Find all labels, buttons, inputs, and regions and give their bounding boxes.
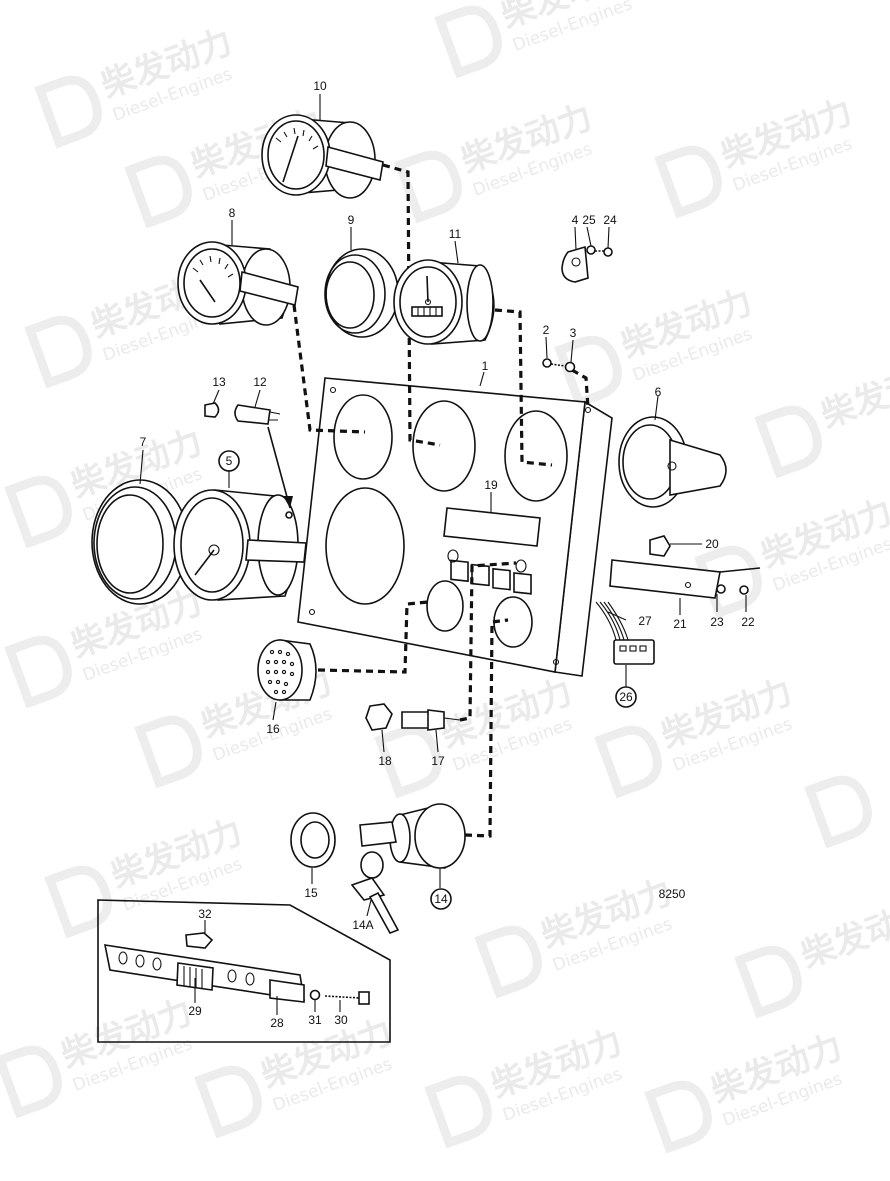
label-29: 29: [188, 1004, 202, 1018]
watermark: 柴发动力 Diesel-Engines: [374, 672, 578, 799]
label-circles: [218, 450, 637, 910]
label-2: 2: [543, 323, 550, 337]
label-27: 27: [638, 614, 652, 628]
bracket-21: [609, 559, 761, 599]
watermark: 柴发动力 Diesel-Engines: [474, 872, 678, 999]
label-31: 31: [308, 1013, 322, 1027]
instrument-panel: [297, 377, 613, 677]
panel-hole-gauge-10: [412, 400, 476, 492]
panel-hole-gauge-8: [333, 394, 393, 480]
watermark: 柴发动力 Diesel-Engines: [34, 22, 238, 149]
panel-hole-small: [515, 559, 527, 573]
panel-hole-small: [447, 549, 459, 563]
label-32: 32: [198, 907, 212, 921]
watermark: 柴发动力: [754, 352, 890, 479]
watermark: 柴发动力 Diesel-Engines: [194, 1012, 398, 1139]
label-10: 10: [313, 79, 327, 93]
watermark-brand-cn: 柴发动力: [816, 352, 890, 436]
gauge-8: [177, 241, 299, 326]
watermark: 柴发动力 Diesel-Engines: [434, 0, 638, 79]
ignition-switch-14: [359, 803, 466, 869]
label-21: 21: [673, 617, 687, 631]
label-12: 12: [253, 375, 267, 389]
label-30: 30: [334, 1013, 348, 1027]
label-15: 15: [304, 886, 318, 900]
inset-detail: [97, 899, 391, 1043]
label-22: 22: [741, 615, 755, 629]
gauge-10: [261, 114, 384, 199]
label-5: 5: [226, 454, 233, 468]
label-20: 20: [705, 537, 719, 551]
leader-lines: [139, 94, 747, 1015]
label-11: 11: [449, 227, 462, 241]
watermark: 柴发动力 Diesel-Engines: [694, 492, 890, 619]
panel-hole-gauge-11: [504, 410, 568, 502]
drawing-number: 8250: [659, 887, 686, 901]
label-19: 19: [484, 478, 498, 492]
label-28: 28: [270, 1016, 284, 1030]
watermark: 柴发动力 Diesel-Engines: [394, 97, 598, 224]
panel-hole-gauge-5: [325, 487, 405, 605]
watermark: 柴发动力 Diesel-Engines: [554, 282, 758, 409]
watermark: 柴发动力 Diesel-Engines: [4, 582, 208, 709]
label-17: 17: [431, 754, 445, 768]
key-14a: [350, 851, 400, 934]
panel-hole-socket: [426, 580, 464, 632]
socket-16: [257, 639, 317, 701]
label-25: 25: [582, 213, 596, 227]
watermark: 柴发动力: [734, 892, 890, 1019]
arrow-line: [267, 426, 291, 509]
watermark: 柴发动力 Diesel-Engines: [44, 812, 248, 939]
label-7: 7: [140, 435, 147, 449]
gauge-5: [173, 489, 307, 601]
label-6: 6: [655, 385, 662, 399]
ring-15: [290, 812, 336, 868]
watermark: 柴发动力 Diesel-Engines: [424, 1022, 628, 1149]
label-13: 13: [212, 375, 226, 389]
label-14a-text: 14A: [352, 918, 373, 932]
switch-17: [401, 709, 461, 731]
wiring-harness: [595, 601, 655, 665]
label-3: 3: [570, 326, 577, 340]
label-4: 4: [572, 213, 579, 227]
label-9: 9: [348, 213, 355, 227]
gauge-11: [393, 259, 495, 345]
bulb-20: [649, 535, 671, 557]
watermark: [804, 775, 872, 849]
label-14: 14: [434, 892, 448, 906]
bulb-and-holder: [204, 402, 281, 425]
label-24: 24: [603, 213, 617, 227]
label-1: 1: [482, 359, 489, 373]
watermark-brand-cn: 柴发动力: [796, 892, 890, 976]
label-23: 23: [710, 615, 724, 629]
screw-and-washer: [542, 358, 576, 373]
label-8: 8: [229, 206, 236, 220]
bezel-9: [324, 248, 399, 338]
bracket-6: [618, 416, 727, 508]
label-16: 16: [266, 722, 280, 736]
watermark: 柴发动力 Diesel-Engines: [654, 92, 858, 219]
label-18: 18: [378, 754, 392, 768]
watermark: 柴发动力 Diesel-Engines: [0, 992, 198, 1119]
watermark: 柴发动力 Diesel-Engines: [644, 1027, 848, 1154]
label-26: 26: [619, 690, 633, 704]
clip-assembly: [561, 245, 613, 283]
warning-lamp-cluster: [443, 507, 541, 595]
nut-18: [365, 703, 393, 731]
part-labels: 10 8 9 11 4 25 24 2 3 1 13 12 6 7 5 19 2…: [140, 79, 755, 1030]
connection-lines: [292, 163, 590, 838]
